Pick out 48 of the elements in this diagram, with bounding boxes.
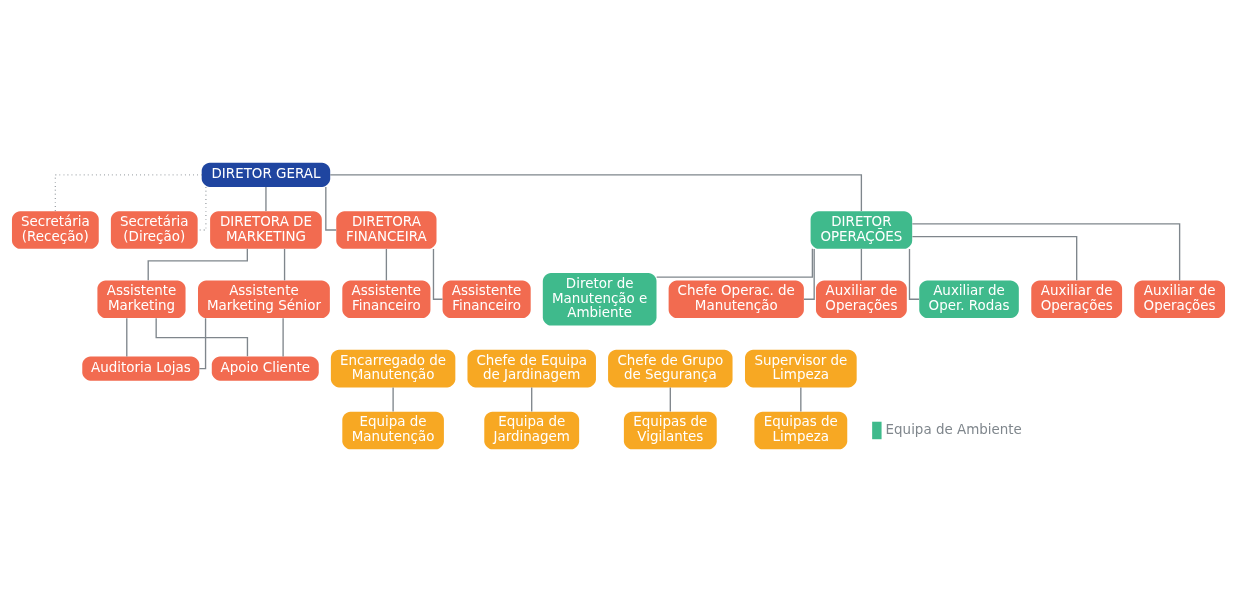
node-box: Equipa de Manutenção xyxy=(342,411,444,450)
connector xyxy=(392,386,394,413)
connector xyxy=(860,248,863,282)
node-box: Auxiliar de Operações xyxy=(815,280,907,319)
node-box: Chefe Operac. de Manutenção xyxy=(668,280,804,319)
connector xyxy=(432,248,444,300)
node-box: Equipa de Jardinagem xyxy=(484,411,580,450)
connector xyxy=(155,317,249,357)
connector xyxy=(282,317,284,358)
connector xyxy=(656,248,814,278)
connector xyxy=(329,174,863,212)
connector xyxy=(198,317,207,370)
connector xyxy=(265,186,267,212)
node-box: Supervisor de Limpeza xyxy=(745,349,857,388)
connector xyxy=(283,248,286,282)
connector xyxy=(803,248,815,300)
node-box: Chefe de Grupo de Segurança xyxy=(608,349,733,388)
node-box: Assistente Financeiro xyxy=(442,280,531,319)
node-box: Auxiliar de Operações xyxy=(1134,280,1226,319)
connector xyxy=(911,223,1181,281)
connector xyxy=(908,248,920,300)
node-box: Encarregado de Manutenção xyxy=(330,349,456,388)
node-box: Equipas de Vigilantes xyxy=(623,411,717,450)
node-box: Auxiliar de Operações xyxy=(1031,280,1123,319)
node-box: Apoio Cliente xyxy=(211,356,319,381)
node-box: Assistente Financeiro xyxy=(342,280,431,319)
connector xyxy=(911,236,1078,281)
connector xyxy=(800,386,802,413)
node-box: Assistente Marketing Sénior xyxy=(198,280,330,319)
connector xyxy=(669,386,671,413)
node-box: Auditoria Lojas xyxy=(82,356,200,381)
node-box: Secretária (Receção) xyxy=(11,211,99,249)
node-box: DIRETOR GERAL xyxy=(201,162,331,187)
node-box: DIRETORA FINANCEIRA xyxy=(336,211,437,249)
connector xyxy=(325,186,337,231)
node-box: Auxiliar de Oper. Rodas xyxy=(919,280,1019,319)
legend-label: Equipa de Ambiente xyxy=(885,421,1022,437)
connector xyxy=(147,248,248,281)
connector xyxy=(385,248,388,282)
node-box: Diretor de Manutenção e Ambiente xyxy=(542,273,657,326)
connector xyxy=(126,317,128,358)
node-box: Chefe de Equipa de Jardinagem xyxy=(467,349,596,388)
node-box: Assistente Marketing xyxy=(97,280,186,319)
node-box: Secretária (Direção) xyxy=(110,211,198,249)
node-box: DIRETORA DE MARKETING xyxy=(210,211,322,249)
connector xyxy=(531,386,533,413)
node-box: Equipas de Limpeza xyxy=(754,411,848,450)
node-box: DIRETOR OPERAÇÕES xyxy=(810,211,913,249)
